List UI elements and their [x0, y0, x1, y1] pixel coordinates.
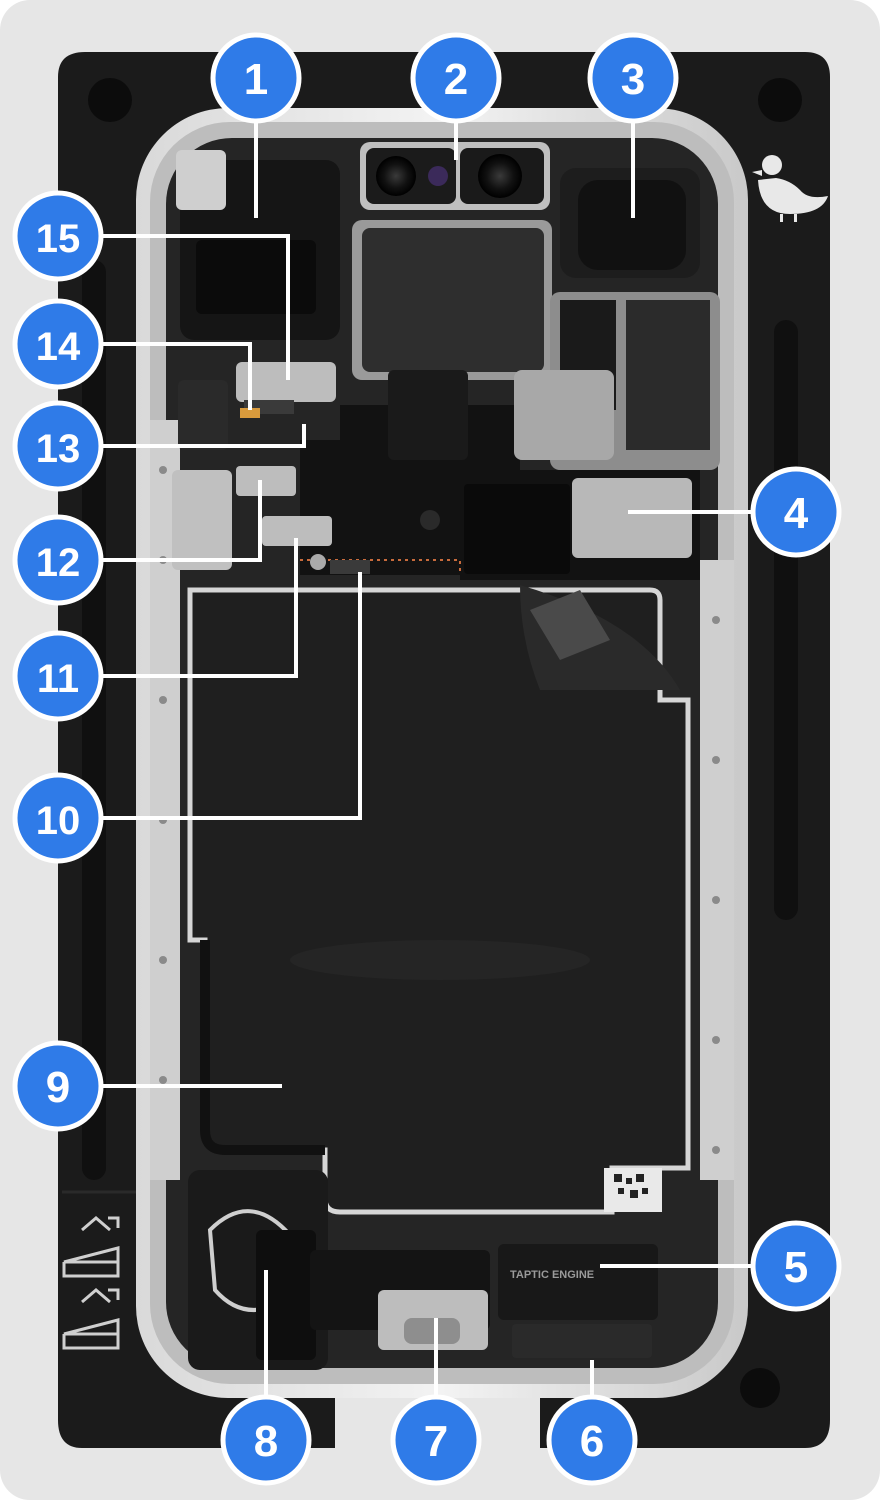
tray-slot	[82, 260, 106, 1180]
callout-8: 8	[220, 1394, 312, 1486]
tray-hole	[88, 78, 132, 122]
callout-4: 4	[750, 466, 842, 558]
callout-3: 3	[587, 32, 679, 124]
callout-15: 15	[12, 190, 104, 282]
callout-11-label: 11	[37, 657, 79, 701]
callout-9-label: 9	[46, 1063, 70, 1112]
taptic-engine-label: TAPTIC ENGINE	[510, 1269, 594, 1281]
chip	[464, 484, 570, 574]
callout-3-label: 3	[621, 55, 645, 104]
callout-6-label: 6	[580, 1417, 604, 1466]
taptic-engine	[498, 1244, 658, 1320]
callout-1-label: 1	[244, 55, 268, 104]
callout-12: 12	[12, 514, 104, 606]
callout-10: 10	[12, 772, 104, 864]
callout-7: 7	[390, 1394, 482, 1486]
tray-slot	[774, 320, 798, 920]
tray-hole	[758, 78, 802, 122]
callout-7-label: 7	[424, 1417, 448, 1466]
tray-open-icon-2	[62, 1288, 120, 1350]
callout-6: 6	[546, 1394, 638, 1486]
callout-2: 2	[410, 32, 502, 124]
callout-4-label: 4	[784, 489, 809, 538]
callout-15-label: 15	[36, 217, 81, 261]
shield-can	[572, 478, 692, 558]
callout-14: 14	[12, 298, 104, 390]
callout-10-label: 10	[36, 799, 81, 843]
tray-open-icon	[62, 1216, 120, 1278]
callout-9: 9	[12, 1040, 104, 1132]
tray-hole	[740, 1368, 780, 1408]
callout-1: 1	[210, 32, 302, 124]
callout-8-label: 8	[254, 1417, 278, 1466]
callout-12-label: 12	[36, 541, 81, 585]
callout-13-label: 13	[36, 427, 81, 471]
callout-5: 5	[750, 1220, 842, 1312]
main-camera-pad	[362, 228, 544, 372]
callout-5-label: 5	[784, 1243, 808, 1292]
duck-logo-icon	[752, 155, 828, 222]
right-rail	[700, 560, 734, 1180]
callout-14-label: 14	[36, 325, 81, 369]
callout-13: 13	[12, 400, 104, 492]
callout-11: 11	[12, 630, 104, 722]
callout-2-label: 2	[444, 55, 468, 104]
apple-logo-icon	[420, 510, 440, 530]
